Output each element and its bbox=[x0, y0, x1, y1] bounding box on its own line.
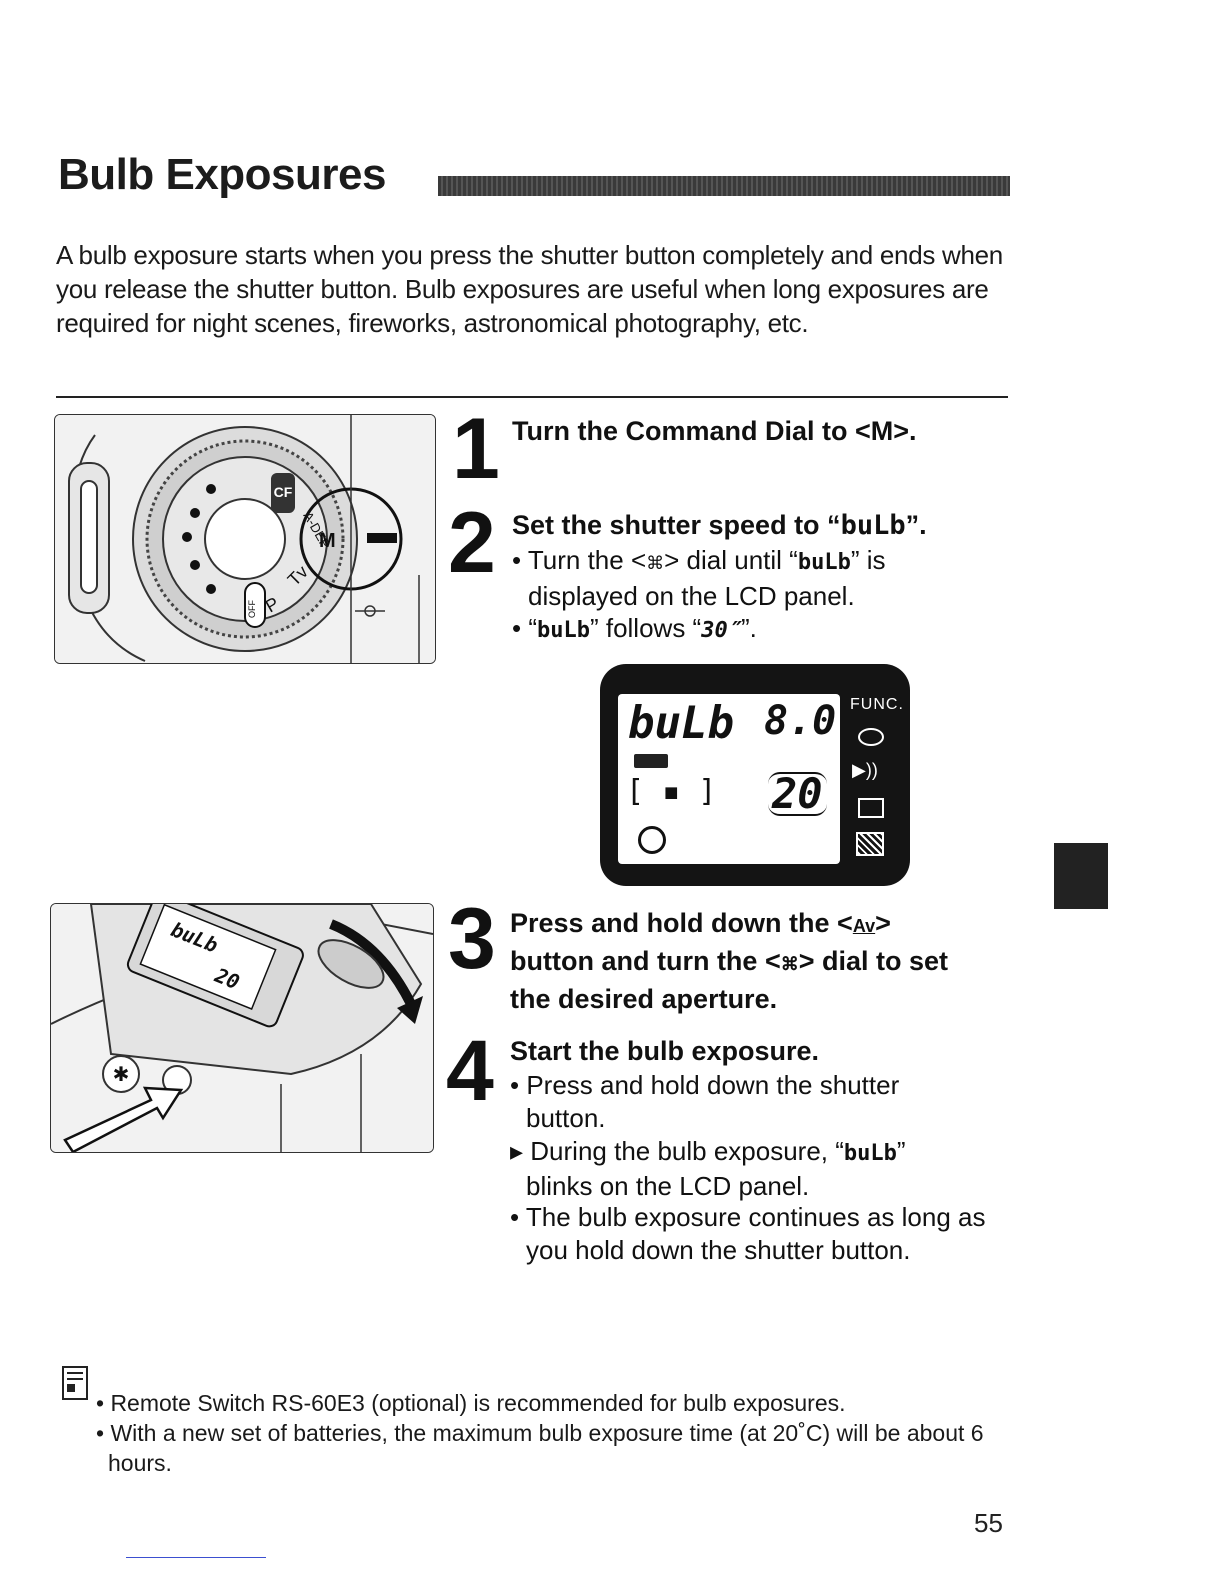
step-4-bullet-3: • The bulb exposure continues as long as… bbox=[510, 1202, 986, 1265]
step-2-bullet-2: • “buLb” follows “30″”. bbox=[512, 612, 982, 647]
drive-continuous-icon bbox=[856, 832, 884, 856]
lcd-frame-counter: 20 bbox=[768, 772, 827, 816]
lcd-screen: buLb 8.0 [ ▪ ] 20 bbox=[618, 694, 840, 864]
step-3-heading-mid: > button and turn the < bbox=[510, 908, 891, 976]
press-arrow bbox=[63, 1086, 184, 1152]
step-2-b2-lcd: buLb bbox=[536, 618, 590, 643]
svg-text:✱: ✱ bbox=[113, 1064, 130, 1086]
step-number-3: 3 bbox=[448, 891, 496, 987]
step-2-b2-mid: ” follows “ bbox=[589, 613, 702, 643]
step-2-heading: Set the shutter speed to “buLb”. bbox=[512, 508, 992, 543]
intro-paragraph: A bulb exposure starts when you press th… bbox=[56, 240, 1003, 338]
step-4-b2-lcd: buLb bbox=[843, 1141, 897, 1166]
step-4-heading: Start the bulb exposure. bbox=[510, 1036, 820, 1066]
step-2-b2-lcd2: 30″ bbox=[701, 618, 741, 643]
command-dial-illustration: M Tv P OFF CF A-DEP bbox=[54, 414, 436, 664]
step-2-b1-prefix: • Turn the < bbox=[512, 545, 647, 575]
step-2-b2-prefix: • “ bbox=[512, 613, 537, 643]
svg-text:CF: CF bbox=[274, 484, 293, 500]
av-button-icon: Av bbox=[852, 916, 876, 936]
step-4-bullet-1: • Press and hold down the shutter button… bbox=[510, 1070, 900, 1133]
svg-text:OFF: OFF bbox=[247, 600, 257, 618]
page-number: 55 bbox=[974, 1508, 1003, 1538]
lcd-aperture-display: 8.0 bbox=[764, 698, 837, 744]
lcd-panel-illustration: buLb 8.0 [ ▪ ] 20 FUNC. ▶)) bbox=[600, 664, 910, 886]
page-title: Bulb Exposures bbox=[58, 150, 386, 199]
step-1-heading: Turn the Command Dial to <M>. bbox=[512, 416, 917, 446]
note-item-2: • With a new set of batteries, the maxim… bbox=[96, 1420, 984, 1476]
step-2-heading-suffix: ”. bbox=[905, 510, 927, 540]
step-2-heading-prefix: Set the shutter speed to “ bbox=[512, 510, 841, 540]
step-3-heading-prefix: Press and hold down the < bbox=[510, 908, 853, 938]
step-2-heading-lcd: buLb bbox=[840, 510, 906, 541]
step-4-b2-suffix: ” blinks on the LCD panel. bbox=[526, 1136, 906, 1201]
beep-icon: ▶)) bbox=[852, 760, 878, 780]
step-2-bullet-1: • Turn the <⌘> dial until “buLb” is disp… bbox=[512, 544, 998, 613]
lcd-func-label: FUNC. bbox=[850, 696, 904, 713]
chapter-tab-marker bbox=[1054, 843, 1108, 909]
step-2-b1-lcd: buLb bbox=[797, 550, 851, 575]
step-4-b2-prefix: ▸ During the bulb exposure, “ bbox=[510, 1136, 844, 1166]
dial-cf-position bbox=[271, 473, 295, 513]
step-4-bullet-2: ▸ During the bulb exposure, “buLb” blink… bbox=[510, 1135, 976, 1203]
memo-icon bbox=[62, 1366, 88, 1400]
dial-mode-m: M bbox=[319, 530, 336, 552]
step-2-b1-mid: > dial until “ bbox=[664, 545, 798, 575]
lcd-af-frame: [ ▪ ] bbox=[626, 774, 717, 809]
notes-section: • Remote Switch RS-60E3 (optional) is re… bbox=[96, 1388, 996, 1478]
step-2-b2-suffix: ”. bbox=[740, 613, 757, 643]
camera-top-illustration: buLb 20 ✱ bbox=[50, 903, 434, 1153]
main-dial-icon: ⌘ bbox=[646, 553, 665, 573]
drive-single-icon bbox=[858, 798, 884, 818]
ae-lock-button bbox=[102, 1055, 140, 1093]
note-item-1: • Remote Switch RS-60E3 (optional) is re… bbox=[96, 1390, 846, 1416]
main-dial-icon-2: ⌘ bbox=[780, 954, 799, 974]
battery-icon bbox=[634, 754, 668, 768]
dial-off-position bbox=[244, 582, 266, 628]
step-3-heading: Press and hold down the <Av> button and … bbox=[510, 906, 980, 1017]
step-number-4: 4 bbox=[446, 1023, 494, 1119]
step-3-heading-suffix: > dial to set the desired aperture. bbox=[510, 946, 949, 1014]
step-number-2: 2 bbox=[448, 495, 496, 591]
camera-top-drawing: buLb 20 ✱ bbox=[51, 904, 433, 1152]
title-bar-decoration bbox=[438, 176, 1010, 196]
metering-icon bbox=[638, 826, 666, 854]
step-2-b1-suffix: ” is displayed on the LCD panel. bbox=[528, 545, 886, 611]
bottom-decoration-line bbox=[126, 1557, 266, 1558]
section-divider bbox=[56, 396, 1008, 398]
lcd-shutter-display: buLb bbox=[628, 698, 734, 749]
red-eye-icon bbox=[858, 728, 884, 746]
command-dial-drawing: M Tv P OFF CF A-DEP bbox=[55, 415, 435, 663]
step-number-1: 1 bbox=[452, 401, 500, 497]
